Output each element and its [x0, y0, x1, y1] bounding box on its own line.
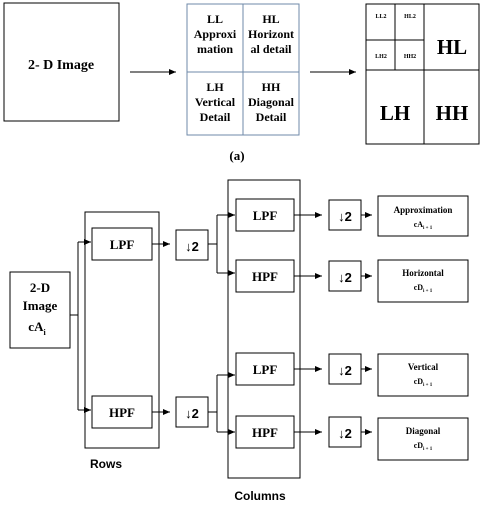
col-hpf-box-2: [235, 415, 295, 449]
col-downsample-2-label: ↓2: [338, 270, 352, 285]
row-downsample-top: [175, 229, 209, 261]
hl-level2-label: HL: [437, 35, 467, 59]
ll-desc-2: mation: [197, 42, 233, 56]
hl-code: HL: [262, 12, 279, 26]
input-cai-symbol: cAi: [28, 319, 46, 337]
output-vertical-symbol: cDi + 1: [414, 377, 433, 388]
lh2-label: LH2: [375, 54, 387, 60]
input-image-box: [3, 2, 120, 122]
col-downsample-4-label: ↓2: [338, 426, 352, 441]
columns-group: [227, 179, 301, 479]
input-cai-line1: 2-D: [30, 280, 50, 295]
col-downsample-3-label: ↓2: [338, 363, 352, 378]
output-approximation-box: [377, 195, 469, 237]
row-lpf-label: LPF: [110, 237, 135, 252]
col-downsample-1-label: ↓2: [338, 209, 352, 224]
output-diagonal-box: [377, 417, 469, 461]
lh-code: LH: [206, 80, 224, 94]
level2-grid: LL2 HL2 LH2 HH2 HL LH HH: [365, 3, 480, 145]
col-lpf-box-2: [235, 352, 295, 386]
lh-desc-2: Detail: [200, 110, 231, 124]
hl2-label: HL2: [404, 14, 416, 20]
col-hpf-box-1: [235, 259, 295, 293]
hh-desc-1: Diagonal: [248, 95, 295, 109]
output-diagonal-symbol: cDi + 1: [414, 441, 433, 452]
hh-level2-label: HH: [436, 101, 469, 125]
level1-grid: LL Approxi mation HL Horizont al detail …: [186, 3, 300, 136]
col-lpf-box-1: [235, 198, 295, 232]
lh-level2-label: LH: [380, 101, 410, 125]
row-hpf-label: HPF: [109, 405, 135, 420]
row-downsample-top-label: ↓2: [185, 239, 199, 254]
output-horizontal-name: Horizontal: [402, 268, 444, 278]
columns-label: Columns: [234, 489, 286, 503]
lh-desc-1: Vertical: [195, 95, 236, 109]
ll-desc-1: Approxi: [194, 27, 237, 41]
row-lpf-box: [91, 227, 153, 261]
row-downsample-bottom: [175, 396, 209, 428]
row-downsample-bottom-label: ↓2: [185, 406, 199, 421]
output-horizontal-symbol: cDi + 1: [414, 283, 433, 294]
col-hpf-label-2: HPF: [252, 425, 278, 440]
output-vertical-box: [377, 353, 469, 397]
row-hpf-box: [91, 395, 153, 429]
hh-desc-2: Detail: [256, 110, 287, 124]
hh-code: HH: [262, 80, 281, 94]
input-cai-box: [9, 271, 71, 349]
output-approximation-name: Approximation: [394, 205, 453, 215]
output-horizontal-box: [377, 259, 469, 303]
col-lpf-label-1: LPF: [253, 208, 278, 223]
hl-desc-2: al detail: [251, 42, 293, 56]
hl-desc-1: Horizont: [248, 27, 294, 41]
ll-code: LL: [207, 12, 223, 26]
caption-a: (a): [229, 148, 244, 163]
input-cai-line2: Image: [23, 298, 58, 313]
ll2-label: LL2: [375, 14, 386, 20]
col-hpf-label-1: HPF: [252, 269, 278, 284]
col-lpf-label-2: LPF: [253, 362, 278, 377]
input-image-label: 2- D Image: [28, 58, 94, 73]
rows-label: Rows: [90, 457, 122, 471]
output-approximation-symbol: cAi + 1: [414, 220, 433, 231]
col-downsample-1: [328, 199, 362, 231]
rows-group: [84, 211, 160, 449]
output-diagonal-name: Diagonal: [406, 426, 441, 436]
hh2-label: HH2: [404, 54, 416, 60]
output-vertical-name: Vertical: [408, 362, 439, 372]
